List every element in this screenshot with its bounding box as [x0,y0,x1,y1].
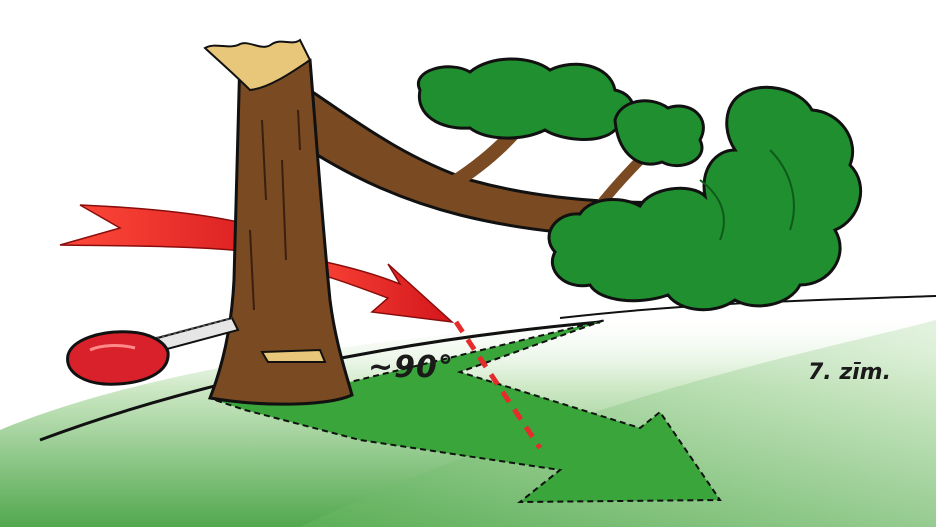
angle-label: ~90° [368,350,454,385]
figure-caption: 7. zīm. [808,360,891,385]
